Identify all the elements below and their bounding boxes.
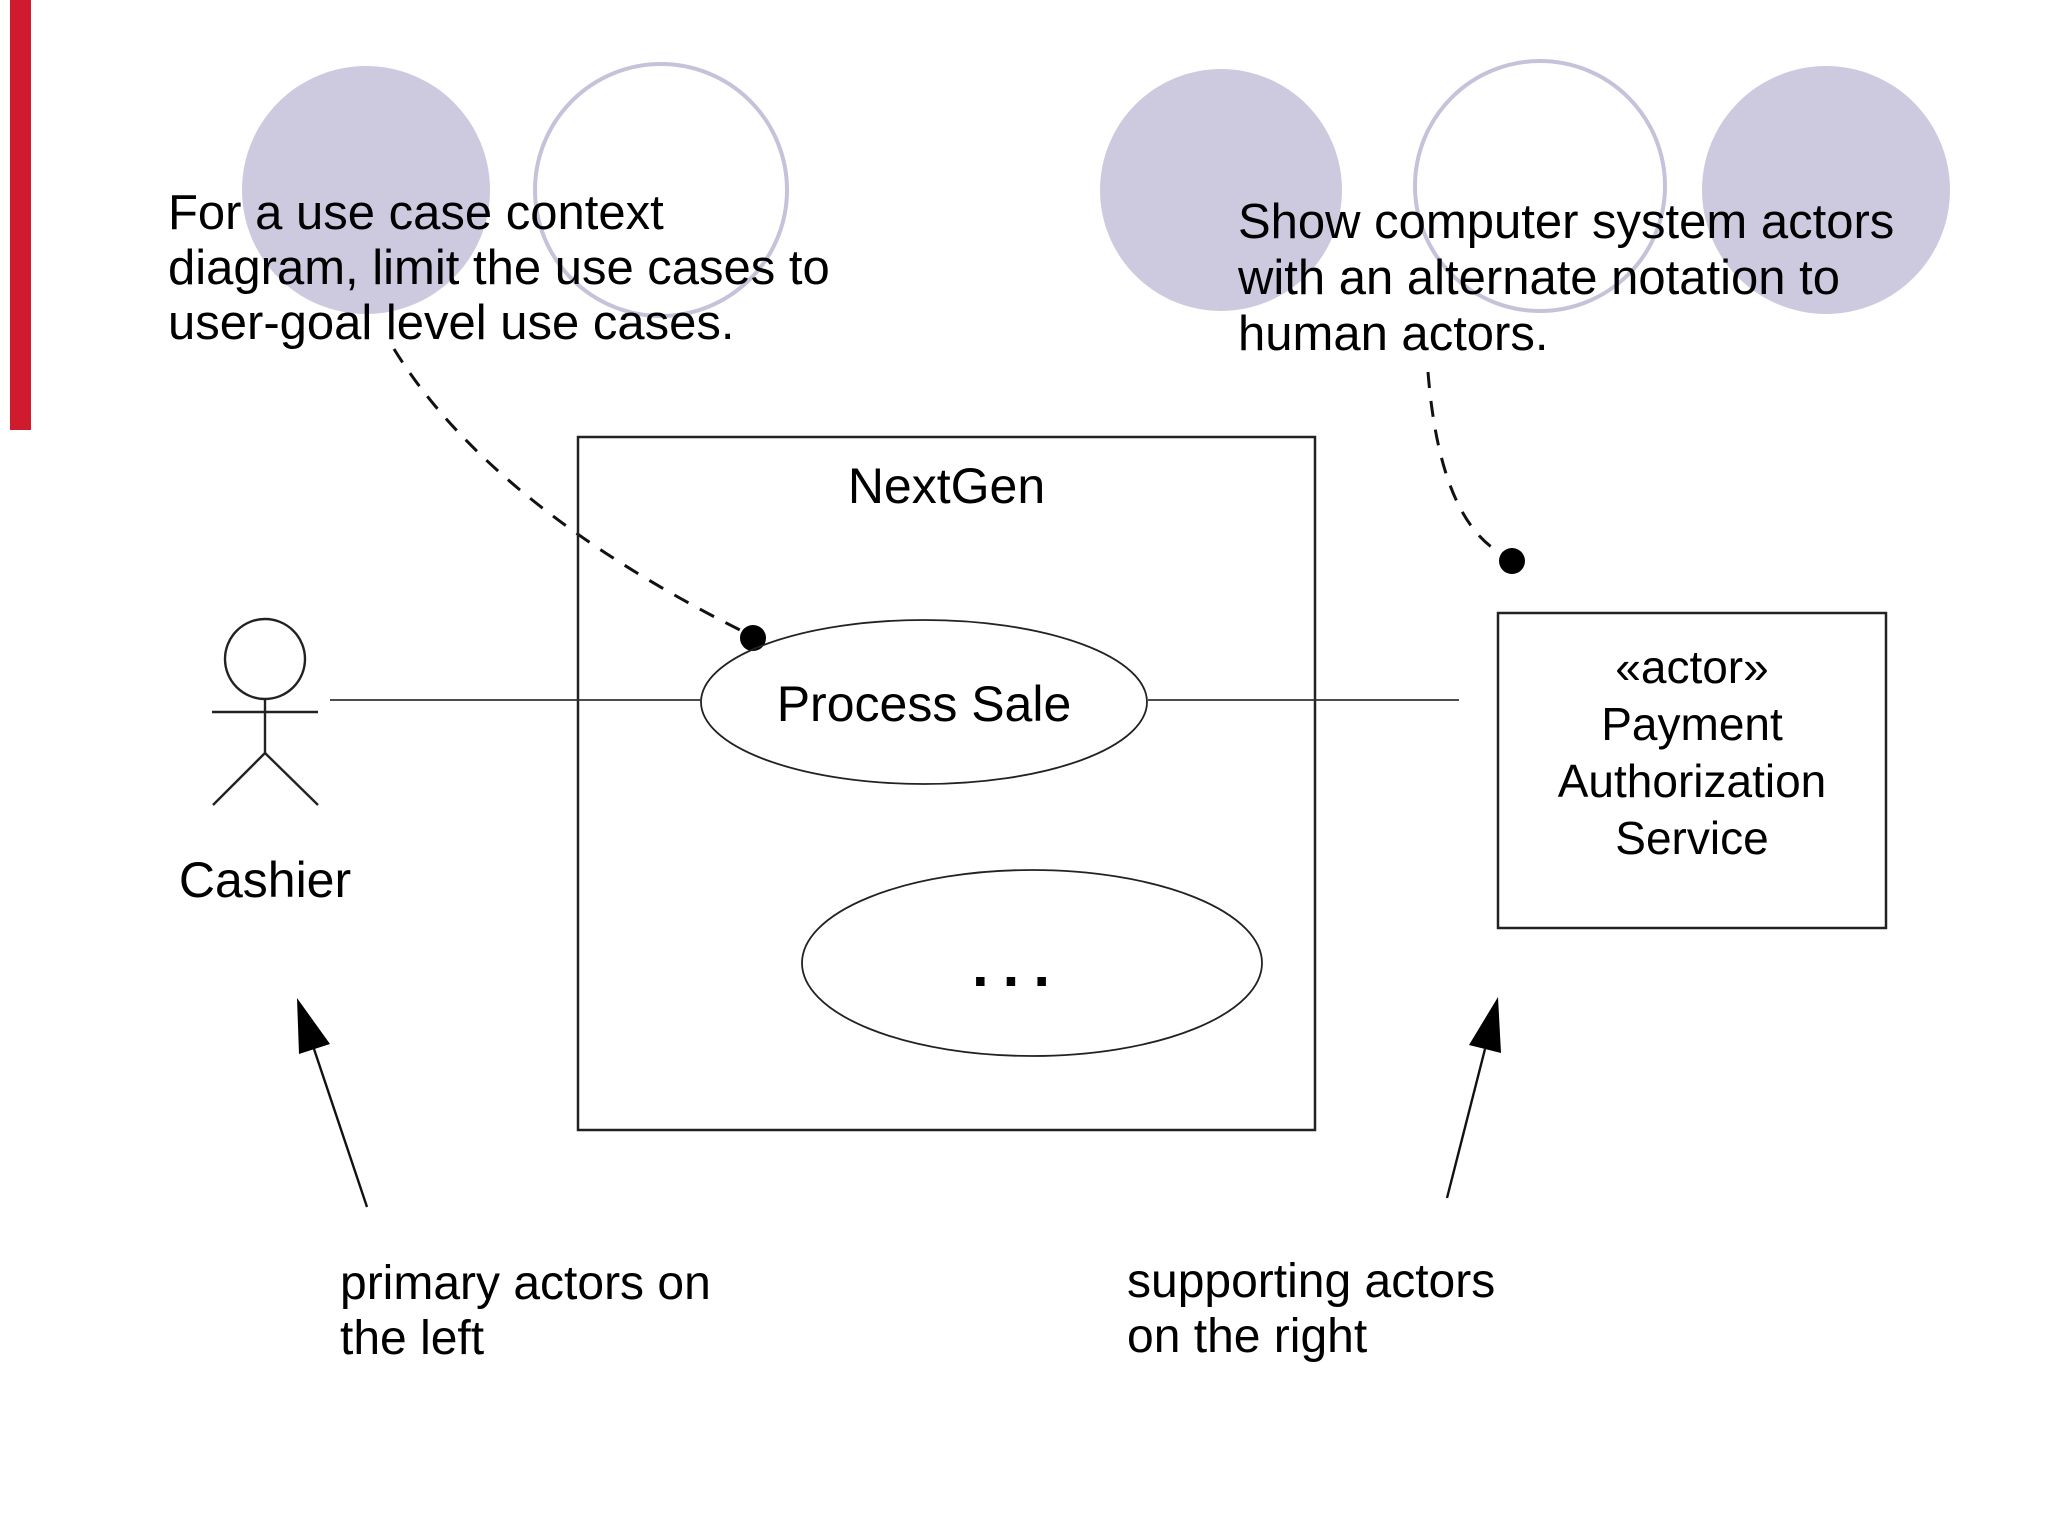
callout-dashed-line-left xyxy=(392,348,745,634)
arrowhead-right xyxy=(1469,997,1501,1053)
callout-dot-left xyxy=(740,625,766,651)
stick-figure-head xyxy=(223,617,307,701)
primary-actors-caption: primary actors on the left xyxy=(340,1256,711,1366)
system-actor-name-line: Payment xyxy=(1601,698,1783,750)
callout-dot-right xyxy=(1499,548,1525,574)
use-case-ellipse-other xyxy=(801,869,1263,1057)
pointer-arrow-left xyxy=(297,998,369,1208)
stick-figure-right-leg xyxy=(264,752,319,806)
stick-figure-cashier xyxy=(212,617,319,806)
decor-circle-outlined-left xyxy=(533,62,789,318)
system-actor-name-line: Service xyxy=(1615,812,1769,864)
system-box-title: NextGen xyxy=(847,458,1046,514)
right-annotation-line: with an alternate notation to xyxy=(1238,251,1841,305)
stick-figure-left-leg xyxy=(212,752,266,806)
system-actor-box xyxy=(1496,611,1888,930)
system-actor-stereotype: «actor» xyxy=(1615,641,1769,693)
use-case-label-process-sale: Process Sale xyxy=(776,676,1072,732)
use-case-ellipse-process-sale xyxy=(700,619,1148,785)
system-actor-text: «actor» Payment Authorization Service xyxy=(1498,639,1886,867)
system-actor-name-line: Authorization xyxy=(1557,755,1827,807)
right-annotation-line: Show computer system actors xyxy=(1238,195,1895,249)
arrowhead-left xyxy=(297,998,330,1054)
decor-circle-filled-right-1 xyxy=(1100,69,1342,311)
supporting-actors-caption-line: supporting actors xyxy=(1127,1255,1496,1308)
primary-actors-caption-line: the left xyxy=(340,1312,485,1365)
supporting-actors-caption-line: on the right xyxy=(1127,1310,1368,1363)
supporting-actors-caption: supporting actors on the right xyxy=(1127,1254,1495,1364)
left-annotation-line: diagram, limit the use cases to xyxy=(168,241,830,295)
primary-actors-caption-line: primary actors on xyxy=(340,1257,711,1310)
decor-circle-outlined-right xyxy=(1413,59,1667,313)
right-annotation-line: human actors. xyxy=(1238,307,1549,361)
use-case-label-other: ... xyxy=(972,932,1065,999)
decor-circle-filled-right-2 xyxy=(1702,66,1950,314)
decor-circle-filled-left xyxy=(242,66,490,314)
left-annotation-line: For a use case context xyxy=(168,186,664,240)
cashier-label: Cashier xyxy=(178,852,352,908)
red-accent-bar xyxy=(10,0,31,430)
right-annotation: Show computer system actors with an alte… xyxy=(1238,194,1894,362)
left-annotation: For a use case context diagram, limit th… xyxy=(168,186,830,351)
system-boundary-box xyxy=(576,435,1317,1132)
pointer-arrow-right xyxy=(1445,997,1501,1199)
callout-dashed-line-right xyxy=(1426,371,1505,557)
left-annotation-line: user-goal level use cases. xyxy=(168,296,735,350)
